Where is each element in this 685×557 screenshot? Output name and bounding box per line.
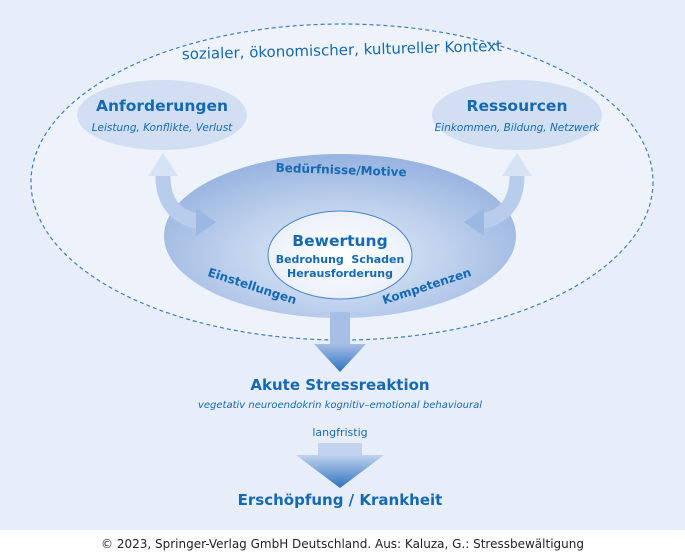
right-double-arrow [464,153,532,236]
bewertung-line1: Bedrohung Schaden [276,253,405,266]
ressourcen-ellipse [432,80,602,150]
ressourcen-subtitle: Einkommen, Bildung, Netzwerk [435,122,601,134]
langfristig-label: langfristig [312,426,367,439]
down-arrow-stress [314,312,366,372]
bewertung-ellipse [267,210,413,300]
stress-subtitle: vegetativ neuroendokrin kognitiv–emotion… [198,400,482,411]
left-double-arrow [148,153,216,236]
anforderungen-ellipse [77,80,247,150]
stress-title: Akute Stressreaktion [250,376,429,394]
anforderungen-subtitle: Leistung, Konflikte, Verlust [92,122,233,134]
outcome-label: Erschöpfung / Krankheit [238,491,443,509]
bewertung-title: Bewertung [292,232,387,250]
stress-model-diagram: sozialer, ökonomischer, kultureller Kont… [30,23,654,509]
anforderungen-title: Anforderungen [96,97,228,115]
ressourcen-title: Ressourcen [467,97,568,115]
copyright-credit: © 2023, Springer-Verlag GmbH Deutschland… [101,537,584,551]
down-arrow-longterm [296,443,384,488]
beduerfnisse-label: Bedürfnisse/Motive [275,161,406,180]
bewertung-line2: Herausforderung [287,267,393,280]
diagram-panel: sozialer, ökonomischer, kultureller Kont… [0,0,685,530]
